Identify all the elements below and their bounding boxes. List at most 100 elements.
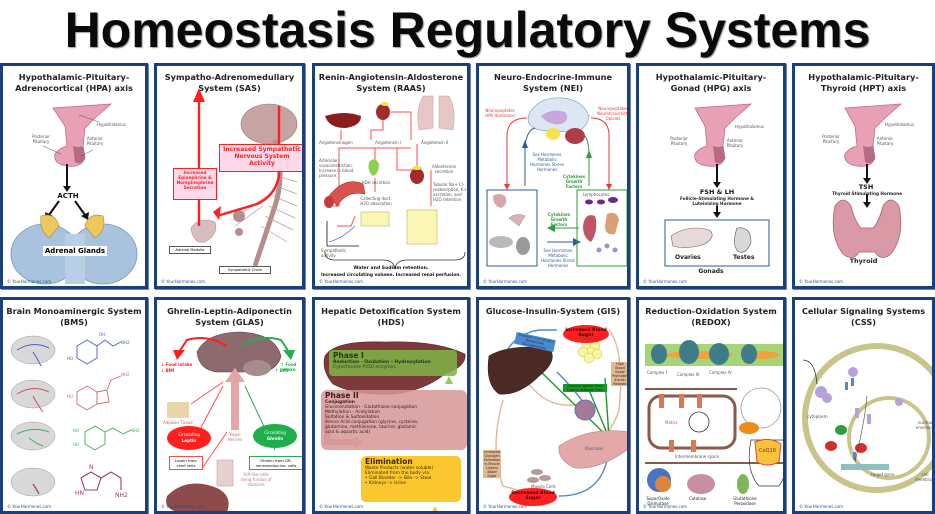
summary-line-2: Increased circulating volume. Increased … — [320, 273, 462, 278]
copyright: © YourHormones.com — [483, 504, 528, 509]
copyright: © YourHormones.com — [799, 279, 844, 284]
summary-line-1: Water and Sodium retention. — [353, 266, 429, 271]
panel-nei[interactable]: Neuro-Endocrine-Immune System (NEI) — [476, 63, 630, 289]
label-angiotensinogen: Angiotensinogen — [319, 140, 353, 145]
label-complex3: Complex III — [677, 372, 700, 377]
chem-label: OH — [99, 332, 106, 337]
panel-gis[interactable]: Glucose-Insulin-System (GIS) Increased B… — [476, 297, 630, 514]
elimination-heading: Elimination — [365, 457, 413, 466]
label-cell-membrane: cell membrane — [915, 472, 935, 482]
panel-hpa[interactable]: Hypothalamic-Pituitary-Adrenocortical (H… — [0, 63, 148, 289]
gis-diagram — [487, 329, 627, 497]
panel-title: Glucose-Insulin-System (GIS) — [485, 306, 621, 316]
raas-diagram — [324, 95, 466, 269]
panel-css[interactable]: Cellular Signaling Systems (CSS) cytopla… — [792, 297, 935, 514]
food-intake-up: ↑ Food intake — [280, 362, 297, 372]
phase1-line1: Reduction - Oxidation - Hydroxylation — [333, 360, 431, 365]
label-cytoplasm: cytoplasm — [807, 414, 828, 419]
chem-label: HN — [75, 490, 84, 497]
hormone-full-label: Thyroid Stimulating Hormone — [832, 191, 902, 196]
phase2-line: acid & aspartic acid) — [325, 430, 371, 435]
phase2-heading: Phase II — [325, 391, 359, 400]
hormone-label: TSH — [858, 183, 874, 191]
label-angiotensin-1: Angiotensin I — [375, 140, 402, 145]
panel-hpg[interactable]: Hypothalamic-Pituitary-Gonad (HPG) axis … — [636, 63, 786, 289]
panel-glas[interactable]: Ghrelin-Leptin-Adiponectin System (GLAS)… — [154, 297, 305, 514]
high-sugar-box: High Blood Sugar Promotes Insulin Releas… — [611, 362, 628, 386]
phase2-line: glutamine, methionone, taurine, glutamic — [325, 425, 417, 430]
hormone-full-label: Follicle-Stimulating Hormone & Luteinizi… — [680, 196, 754, 206]
label-anterior-pituitary: Anterior Pituitary — [726, 138, 744, 148]
label-complex1: Complex I — [647, 370, 667, 375]
label-catalase: Catalase — [689, 496, 707, 501]
copyright: © YourHormones.com — [643, 279, 688, 284]
chem-label: NH2 — [131, 428, 140, 433]
panel-title: Brain Monoaminergic System (BMS) — [6, 306, 142, 327]
elimination-line: • Kidneys -> Urine — [365, 481, 407, 486]
panel-raas[interactable]: Renin-Angiotensin-Aldosterone System (RA… — [312, 63, 470, 289]
label-neuropeptides-right: Neuropeptides Neurotransmitters Opioids — [597, 106, 630, 121]
panel-title: Hypothalamic-Pituitary-Adrenocortical (H… — [15, 72, 133, 93]
label-vagal: Vagal Nerves — [227, 432, 242, 442]
label-target-gene: target gene — [871, 472, 895, 477]
copyright: © YourHormones.com — [319, 504, 364, 509]
label-angiotensin-2: Angiotensin II — [421, 140, 449, 145]
panel-hpt[interactable]: Hypothalamic-Pituitary-Thyroid (HPT) axi… — [792, 63, 935, 289]
leptin-source-box: Leptin from chief cells — [169, 456, 203, 470]
target-label: Thyroid — [849, 257, 878, 265]
sympathetic-chain-label: Sympathetic Chain — [219, 266, 271, 274]
label-adh: ADH secretion — [361, 180, 391, 185]
label-coq10: CoQ10 — [759, 448, 776, 454]
label-arteriolar: Arteriolar vasoconstriction. Increase in… — [319, 158, 354, 178]
panel-redox[interactable]: Reduction-Oxidation System (REDOX) Compl… — [636, 297, 786, 514]
bmi-down: ↓ BMI — [161, 368, 175, 373]
copyright: © YourHormones.com — [643, 504, 688, 509]
label-tubular: Tubular Na+ Cl- reabsorption, K+ excreti… — [433, 182, 467, 202]
bmi-up: ↑ BMI — [275, 368, 289, 373]
panel-bms[interactable]: Brain Monoaminergic System (BMS) NH2 OH … — [0, 297, 148, 514]
glucose-uptake-box: Glucose uptake from Liver & Adipose Cell… — [563, 384, 607, 392]
label-posterior-pituitary: Posterior Pituitary — [670, 136, 688, 146]
label-anterior-pituitary: Anterior Pituitary — [876, 136, 894, 146]
copyright: © YourHormones.com — [799, 504, 844, 509]
panel-hds[interactable]: Hepatic Detoxification System (HDS) Phas… — [312, 297, 470, 514]
panel-title: Ghrelin-Leptin-Adiponectin System (GLAS) — [167, 306, 292, 327]
sns-activity-box: Increased Sympathetic Nervous System Act… — [219, 144, 302, 172]
label-intermembrane: Intermembrane space — [675, 454, 720, 459]
label-aldosterone: Aldosterone secretion — [432, 164, 456, 174]
glas-diagram — [166, 331, 297, 511]
increased-blood-sugar: Increased Blood Sugar — [563, 325, 609, 343]
label-circulating-ghrelin-1: Circulating — [264, 430, 286, 435]
chem-label: NH2 — [115, 492, 128, 499]
nei-diagram — [486, 97, 627, 267]
phase1-heading: Phase I — [333, 351, 364, 360]
elimination-line: Waste Products (water soluble) — [365, 466, 434, 471]
hormone-label: FSH & LH — [699, 188, 735, 196]
hormone-label: ACTH — [57, 192, 79, 200]
label-gpx: Glutathione Peroxidase — [733, 496, 757, 506]
label-adipocytes: Adipocytes — [579, 336, 601, 341]
panel-sas[interactable]: Sympatho-Adrenomedullary System (SAS) In… — [154, 63, 305, 289]
testes-label: Testes — [733, 254, 755, 261]
copyright: © YourHormones.com — [483, 279, 528, 284]
label-posterior-pituitary: Posterior Pituitary — [32, 134, 50, 144]
pituitary-diagram — [664, 103, 770, 267]
target-label: Gonads — [698, 268, 724, 275]
chem-label: HO — [73, 442, 80, 447]
elimination-box: Elimination Waste Products (water solubl… — [361, 456, 461, 502]
label-pancreas: Pancreas — [585, 446, 603, 451]
label-sex-hormones-bottom: Sex Hormones Metabolic Hormones Stress H… — [540, 248, 576, 268]
panel-title: Hypothalamic-Pituitary-Gonad (HPG) axis — [655, 72, 767, 93]
label-adipose: Adipose Tissue — [163, 420, 193, 425]
label-fundus: X/A-like cells lining fundus of stomach — [240, 472, 272, 487]
panel-title: Renin-Angiotensin-Aldosterone System (RA… — [318, 72, 464, 93]
ovaries-label: Ovaries — [675, 254, 701, 261]
label-sod: SuperOxide Dismutase — [646, 496, 670, 506]
phase1-line2: Cytochrome P450 enzymes — [333, 365, 396, 370]
copyright: © YourHormones.com — [161, 279, 206, 284]
label-nuclear-envelope: nuclear envelope — [915, 420, 935, 430]
chem-label: HO — [73, 428, 80, 433]
elimination-line: • Gall Bladder -> Bile -> Stool — [365, 476, 432, 481]
panel-title: Hypothalamic-Pituitary-Thyroid (HPT) axi… — [808, 72, 919, 93]
cell-diagram — [802, 343, 932, 493]
